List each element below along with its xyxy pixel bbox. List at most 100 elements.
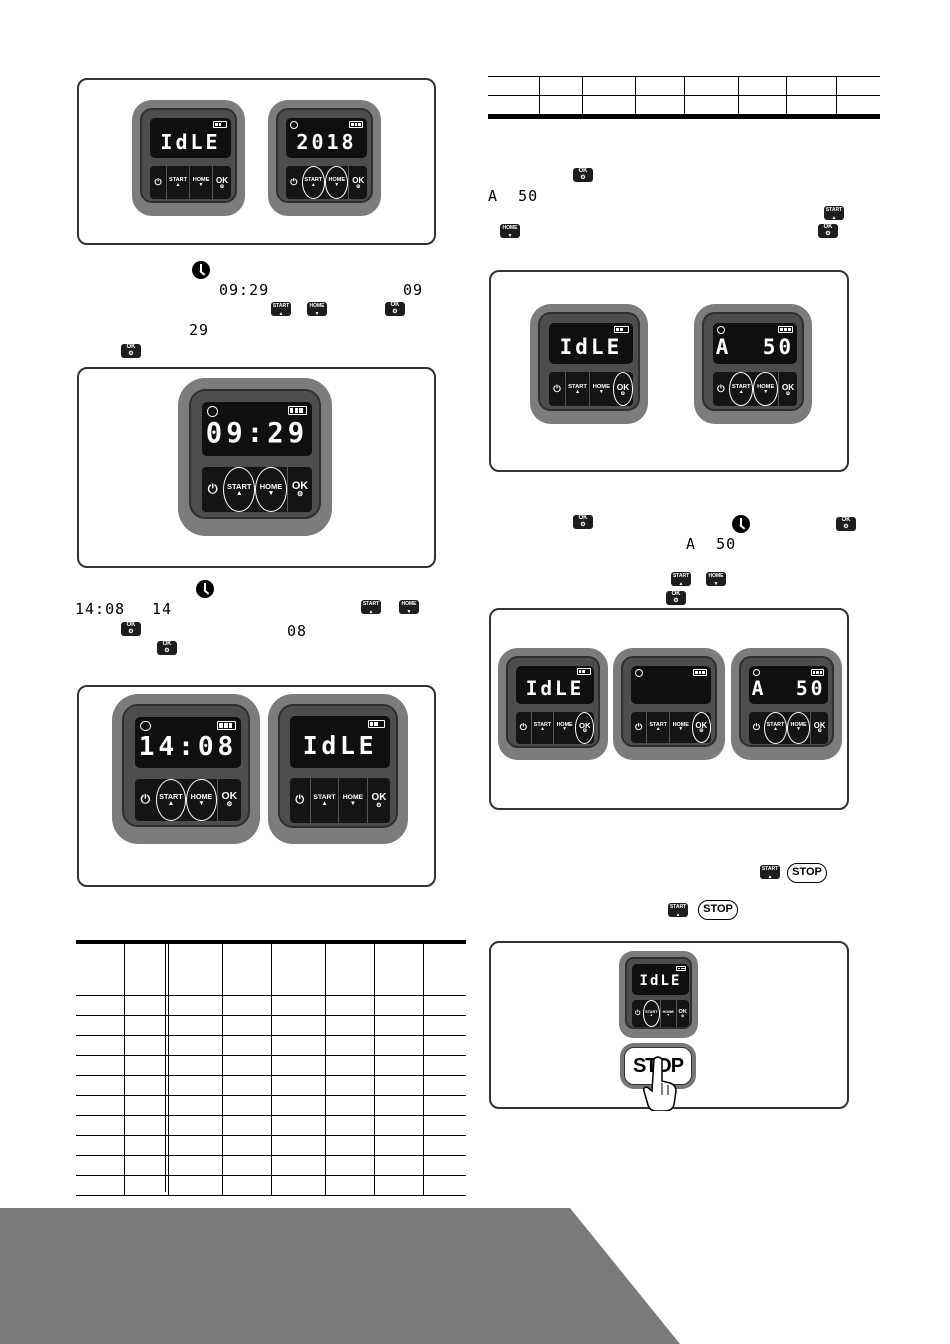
power-icon: ⏻ (140, 793, 150, 807)
start-button: START▲ (763, 712, 788, 744)
start-button: START▲ (729, 372, 754, 407)
button-row: ⏻START▲HOME▼OK⚙ (748, 712, 829, 744)
home-button: HOME▼ (338, 777, 366, 823)
ok-button: OK⚙ (575, 711, 595, 744)
inline-time-0929: 09:29 (219, 281, 270, 299)
power-button: ⏻ (286, 166, 302, 199)
clock-icon (634, 668, 643, 677)
lcd-text: IdLE (525, 677, 585, 701)
start-key-icon: START▲ (668, 903, 688, 918)
ok-key-icon: OK⚙ (818, 224, 838, 238)
ok-button: OK⚙ (691, 712, 712, 744)
button-row: ⏻START▲HOME▼OK⚙ (286, 165, 367, 200)
device-time-0929: 09:29 ⏻START▲HOME▼OK⚙ (178, 378, 332, 536)
footer-band (0, 1208, 680, 1344)
hand-pointer-icon (643, 1056, 677, 1111)
ok-button: OK⚙ (366, 777, 390, 823)
table-left-divider (165, 944, 166, 1192)
lcd-screen: A 50 (748, 665, 829, 705)
home-button: HOME▼ (588, 372, 613, 407)
lcd-text: A 50 (715, 335, 795, 360)
lcd-text: IdLE (559, 335, 623, 360)
clock-icon (140, 720, 151, 732)
ok-key-icon: OK⚙ (121, 344, 141, 358)
inline-minutes-29: 29 (189, 321, 210, 339)
stop-key-icon: STOP (787, 863, 827, 883)
power-icon: ⏻ (519, 722, 527, 733)
start-button: START▲ (530, 711, 553, 744)
lcd-text: 09:29 (205, 418, 309, 450)
device-idle-stop: IdLE ⏻START▲HOME▼OK⚙ (619, 951, 698, 1038)
device-a50-2: A 50 ⏻START▲HOME▼OK⚙ (731, 648, 842, 760)
power-button: ⏻ (749, 712, 764, 743)
ok-key-icon: OK⚙ (385, 302, 405, 316)
battery-icon (349, 121, 363, 128)
power-button: ⏻ (549, 372, 566, 406)
ok-key-icon: OK⚙ (836, 517, 856, 531)
inline-hours-09: 09 (403, 281, 424, 299)
power-icon: ⏻ (717, 383, 725, 395)
lcd-text: 2018 (296, 129, 357, 154)
table-rule-thick (488, 115, 880, 119)
button-row: ⏻START▲HOME▼OK⚙ (134, 778, 242, 822)
power-icon: ⏻ (752, 722, 760, 733)
device-idle-2: IdLE ⏻START▲HOME▼OK⚙ (268, 694, 408, 844)
button-row: ⏻START▲HOME▼OK⚙ (289, 777, 391, 823)
lcd-screen: IdLE (289, 715, 391, 768)
start-button: START▲ (166, 165, 189, 200)
home-button: HOME▼ (753, 372, 778, 407)
power-button: ⏻ (631, 712, 647, 743)
lcd-screen: A 50 (712, 322, 798, 364)
inline-hours-14: 14 (152, 600, 173, 618)
battery-icon (287, 405, 307, 416)
battery-icon (367, 719, 386, 729)
lcd-screen: IdLE (150, 118, 231, 158)
power-button: ⏻ (713, 372, 729, 406)
lcd-screen: 2018 (286, 118, 367, 158)
lcd-screen: 09:29 (201, 401, 313, 457)
figure-panel-idle-year (77, 78, 436, 245)
inline-a50: A 50 (686, 535, 737, 553)
lcd-text: IdLE (160, 129, 221, 154)
lcd-screen: IdLE (632, 964, 689, 995)
battery-icon (810, 668, 825, 676)
home-key-icon: HOME▼ (307, 302, 327, 317)
start-key-icon: START▲ (824, 206, 844, 221)
clock-icon (196, 580, 214, 598)
lcd-screen: 14:08 (134, 716, 242, 769)
start-button: START▲ (646, 712, 669, 744)
home-button: HOME▼ (189, 165, 212, 200)
lcd-screen (630, 665, 712, 705)
home-button: HOME▼ (669, 712, 692, 744)
button-row: ⏻START▲HOME▼OK⚙ (201, 467, 313, 513)
battery-icon (614, 325, 630, 334)
button-row: ⏻START▲HOME▼OK⚙ (632, 1000, 689, 1027)
power-button: ⏻ (202, 467, 224, 512)
lcd-text: A 50 (751, 677, 826, 701)
power-button: ⏻ (632, 1000, 643, 1027)
power-icon: ⏻ (154, 177, 162, 188)
clock-icon (752, 668, 761, 677)
ok-key-icon: OK⚙ (573, 168, 593, 182)
start-key-icon: START▲ (760, 865, 780, 880)
start-button: START▲ (155, 778, 187, 822)
home-key-icon: HOME▼ (399, 600, 419, 615)
ok-button: OK⚙ (810, 712, 828, 744)
schedule-table-right (488, 76, 880, 115)
device-a50: A 50⏻START▲HOME▼OK⚙ (694, 304, 812, 424)
home-button: HOME▼ (255, 467, 287, 513)
inline-time-1408: 14:08 (75, 600, 126, 618)
battery-icon (576, 668, 591, 676)
start-button: START▲ (223, 467, 256, 513)
home-button: HOME▼ (659, 1000, 676, 1027)
power-icon: ⏻ (553, 383, 561, 395)
inline-a50: A 50 (488, 187, 539, 205)
ok-button: OK⚙ (216, 778, 241, 822)
device-idle: IdLE⏻START▲HOME▼OK⚙ (132, 100, 245, 216)
ok-button: OK⚙ (348, 165, 367, 200)
battery-icon (213, 121, 227, 128)
home-key-icon: HOME▼ (706, 572, 726, 587)
clock-icon (732, 515, 750, 533)
power-icon: ⏻ (295, 793, 305, 806)
battery-icon (676, 966, 686, 972)
